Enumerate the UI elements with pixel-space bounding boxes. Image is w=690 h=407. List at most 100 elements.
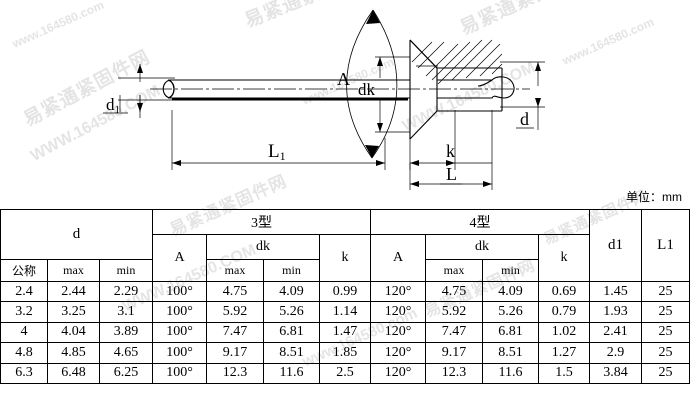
cell-t3-dk-min: 5.26 xyxy=(263,301,321,323)
header-type3-dk: dk xyxy=(206,234,321,260)
label-k: k xyxy=(446,141,455,161)
cell-t3-A: 100° xyxy=(152,362,208,384)
label-dk: dk xyxy=(358,80,376,99)
cell-L1: 25 xyxy=(641,342,690,364)
cell-t3-k: 0.99 xyxy=(319,280,372,303)
mandrel-tip xyxy=(167,79,175,99)
cell-d-max: 3.25 xyxy=(47,301,100,323)
cell-L1: 25 xyxy=(641,280,690,303)
header-group-d1: d1 xyxy=(589,209,643,282)
rivet-technical-drawing: d1 dk A L1 k L d xyxy=(103,9,545,190)
cell-d-min: 3.1 xyxy=(98,301,154,323)
header-group-type4: 4型 xyxy=(370,209,591,235)
cell-t4-dk-min: 6.81 xyxy=(482,321,540,344)
cell-t4-A: 120° xyxy=(370,321,427,344)
cell-d1: 1.45 xyxy=(589,280,643,303)
header-type3-dk-min: min xyxy=(263,259,321,282)
cell-t4-A: 120° xyxy=(370,301,427,323)
cell-d-nominal: 4 xyxy=(0,321,48,344)
cell-t4-k: 0.79 xyxy=(538,301,591,323)
cell-L1: 25 xyxy=(641,301,690,323)
cell-t4-dk-max: 5.92 xyxy=(425,301,484,323)
cell-t3-k: 1.85 xyxy=(319,342,372,364)
header-type3-k: k xyxy=(319,234,372,282)
header-type4-dk-min: min xyxy=(482,259,540,282)
label-d: d xyxy=(520,109,529,129)
mandrel-bulb xyxy=(437,76,515,99)
header-type3-A: A xyxy=(152,234,208,282)
cell-d1: 2.9 xyxy=(589,342,643,364)
cell-t4-A: 120° xyxy=(370,280,427,303)
dimension-arrowheads xyxy=(137,57,541,187)
cell-t3-k: 1.47 xyxy=(319,321,372,344)
cell-d1: 2.41 xyxy=(589,321,643,344)
cell-t4-k: 1.5 xyxy=(538,362,591,384)
countersunk-head xyxy=(409,39,438,140)
cell-d-max: 4.04 xyxy=(47,321,100,344)
cell-d-min: 4.65 xyxy=(98,342,154,364)
cell-t3-dk-max: 4.75 xyxy=(206,280,265,303)
cell-t3-k: 1.14 xyxy=(319,301,372,323)
cell-t4-k: 1.02 xyxy=(538,321,591,344)
cell-d-nominal: 3.2 xyxy=(0,301,48,323)
cell-t4-dk-max: 9.17 xyxy=(425,342,484,364)
cell-t3-A: 100° xyxy=(152,280,208,303)
arc-arrowheads xyxy=(365,10,380,158)
cell-d-min: 6.25 xyxy=(98,362,154,384)
cell-t4-dk-min: 8.51 xyxy=(482,342,540,364)
cell-t4-k: 0.69 xyxy=(538,280,591,303)
label-L: L xyxy=(446,164,457,184)
cell-d1: 1.93 xyxy=(589,301,643,323)
cell-t4-dk-min: 5.26 xyxy=(482,301,540,323)
cell-d-nominal: 2.4 xyxy=(0,280,48,303)
cell-t3-dk-min: 6.81 xyxy=(263,321,321,344)
header-type4-k: k xyxy=(538,234,591,282)
cell-t4-A: 120° xyxy=(370,342,427,364)
cell-t3-dk-min: 4.09 xyxy=(263,280,321,303)
header-group-L1: L1 xyxy=(641,209,690,282)
cell-t4-A: 120° xyxy=(370,362,427,384)
cell-d1: 3.84 xyxy=(589,362,643,384)
cell-t3-dk-max: 9.17 xyxy=(206,342,265,364)
cell-d-max: 6.48 xyxy=(47,362,100,384)
header-d-max: max xyxy=(47,259,100,282)
header-type4-dk-max: max xyxy=(425,259,484,282)
cell-t4-dk-max: 12.3 xyxy=(425,362,484,384)
cell-t3-A: 100° xyxy=(152,301,208,323)
cell-d-nominal: 6.3 xyxy=(0,362,48,384)
cell-L1: 25 xyxy=(641,362,690,384)
cell-t4-dk-min: 4.09 xyxy=(482,280,540,303)
unit-note: 单位：mm xyxy=(626,190,682,204)
cell-d-max: 2.44 xyxy=(47,280,100,303)
cell-t3-A: 100° xyxy=(152,342,208,364)
cell-t3-A: 100° xyxy=(152,321,208,344)
cell-t3-dk-min: 8.51 xyxy=(263,342,321,364)
cell-t4-k: 1.27 xyxy=(538,342,591,364)
cell-L1: 25 xyxy=(641,321,690,344)
label-L1: L1 xyxy=(268,141,286,163)
header-group-type3: 3型 xyxy=(152,209,372,235)
dimension-lines xyxy=(118,56,545,190)
cell-t4-dk-max: 4.75 xyxy=(425,280,484,303)
cell-t4-dk-min: 11.6 xyxy=(482,362,540,384)
header-d-nominal: 公称 xyxy=(0,259,48,282)
cell-t4-dk-max: 7.47 xyxy=(425,321,484,344)
header-type4-A: A xyxy=(370,234,427,282)
cell-t3-dk-min: 11.6 xyxy=(263,362,321,384)
cell-t3-k: 2.5 xyxy=(319,362,372,384)
cell-t3-dk-max: 5.92 xyxy=(206,301,265,323)
section-hatching xyxy=(411,39,503,85)
cell-d-min: 3.89 xyxy=(98,321,154,344)
label-A: A xyxy=(337,69,350,89)
angle-arc-A xyxy=(346,9,398,159)
cell-d-nominal: 4.8 xyxy=(0,342,48,364)
header-type3-dk-max: max xyxy=(206,259,265,282)
cell-d-min: 2.29 xyxy=(98,280,154,303)
